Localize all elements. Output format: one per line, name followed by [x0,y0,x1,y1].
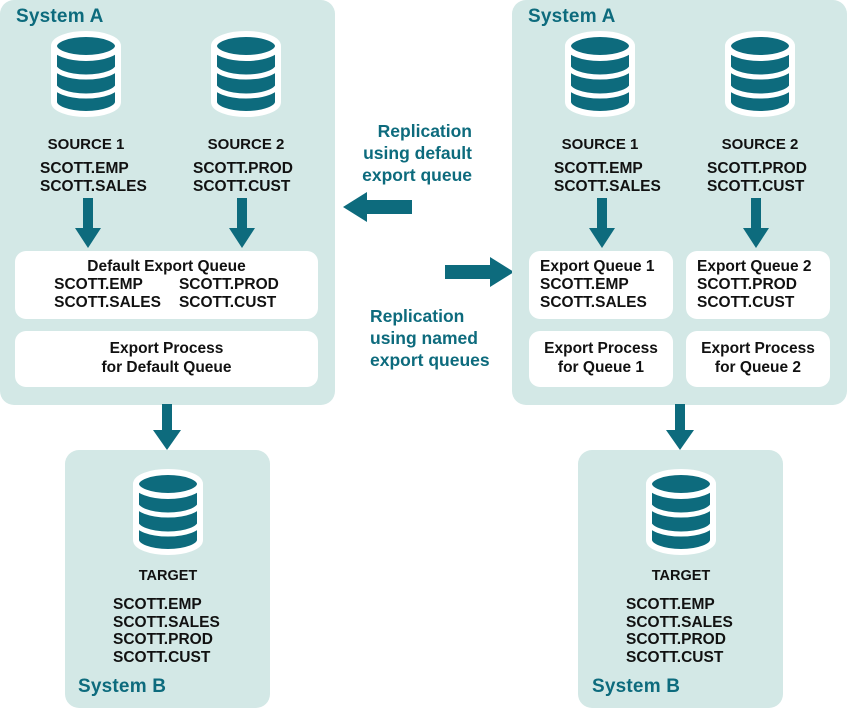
left-queue-col2-table-1: SCOTT.CUST [178,294,277,311]
left-source1-name: SOURCE 1 [47,136,125,153]
left-source2-table-0: SCOTT.PROD [193,160,293,177]
right-process1-line-2: for Queue 1 [557,359,645,376]
right-queue2-table-0: SCOTT.PROD [697,276,797,293]
right-source1-tables: SCOTT.EMP SCOTT.SALES [554,160,661,195]
right-system-b-label: System B [592,676,681,697]
right-export-queue-2-box: Export Queue 2 SCOTT.PROD SCOTT.CUST [686,251,830,319]
left-source1-table-0: SCOTT.EMP [40,160,129,177]
left-source1-to-queue-arrow [74,198,102,250]
left-default-export-queue-box: Default Export Queue SCOTT.EMP SCOTT.SAL… [15,251,318,319]
right-target-database-icon [643,466,719,558]
right-source2-name: SOURCE 2 [721,136,799,153]
right-export-queue-1-box: Export Queue 1 SCOTT.EMP SCOTT.SALES [529,251,673,319]
right-target-table-1: SCOTT.SALES [626,613,733,631]
center-caption-named-queues: Replication using named export queues [370,305,512,371]
left-queue-box-column-2: SCOTT.PROD SCOTT.CUST [179,276,279,312]
right-queue2-table-1: SCOTT.CUST [697,294,795,311]
center-caption-default-line-2: using default [363,143,472,163]
left-source2-tables: SCOTT.PROD SCOTT.CUST [193,160,293,195]
right-source1-to-queue1-arrow [588,198,616,250]
right-process2-line-1: Export Process [701,340,815,357]
left-systema-to-systemb-arrow [152,404,182,452]
left-target-name: TARGET [138,568,198,584]
right-queue1-table-0: SCOTT.EMP [540,276,629,293]
right-source1-table-1: SCOTT.SALES [554,177,661,195]
right-export-process-1-box: Export Process for Queue 1 [529,331,673,387]
left-source2-database-icon [208,28,284,120]
right-export-process-2-box: Export Process for Queue 2 [686,331,830,387]
right-target-table-2: SCOTT.PROD [626,631,726,648]
center-caption-named-line-2: using named [370,328,478,348]
right-queue2-title: Export Queue 2 [697,258,812,275]
left-system-a-label: System A [16,6,104,27]
left-queue-col1-table-0: SCOTT.EMP [54,276,143,293]
center-right-pointing-arrow [444,255,514,289]
right-process1-line-1: Export Process [544,340,658,357]
left-source1-table-1: SCOTT.SALES [40,177,147,195]
left-source1-tables: SCOTT.EMP SCOTT.SALES [40,160,147,195]
center-caption-default-line-1: Replication [377,121,472,141]
left-source2-to-queue-arrow [228,198,256,250]
left-source2-table-1: SCOTT.CUST [193,177,291,195]
left-system-b-label: System B [78,676,167,697]
right-source2-database-icon [722,28,798,120]
center-caption-default-queue: Replication using default export queue [335,120,472,186]
right-source2-to-queue2-arrow [742,198,770,250]
right-target-table-0: SCOTT.EMP [626,596,715,613]
right-source1-table-0: SCOTT.EMP [554,160,643,177]
right-system-a-label: System A [528,6,616,27]
right-queue1-title: Export Queue 1 [540,258,655,275]
left-source2-name: SOURCE 2 [207,136,285,153]
right-queue1-table-1: SCOTT.SALES [540,294,647,311]
right-target-table-3: SCOTT.CUST [626,648,724,666]
right-source2-table-0: SCOTT.PROD [707,160,807,177]
right-target-tables: SCOTT.EMP SCOTT.SALES SCOTT.PROD SCOTT.C… [626,596,733,666]
center-left-pointing-arrow [343,190,413,224]
right-systema-to-systemb-arrow [665,404,695,452]
left-process-line-1: Export Process [109,340,224,357]
left-queue-col1-table-1: SCOTT.SALES [54,294,161,311]
right-source1-name: SOURCE 1 [561,136,639,153]
left-target-table-1: SCOTT.SALES [113,613,220,631]
left-export-process-box: Export Process for Default Queue [15,331,318,387]
left-queue-box-columns: SCOTT.EMP SCOTT.SALES SCOTT.PROD SCOTT.C… [25,276,308,312]
left-queue-col2-table-0: SCOTT.PROD [178,276,279,293]
right-source2-table-1: SCOTT.CUST [707,177,805,195]
left-target-table-0: SCOTT.EMP [113,596,202,613]
center-caption-default-line-3: export queue [362,165,472,185]
right-process2-line-2: for Queue 2 [714,359,802,376]
right-target-name: TARGET [651,568,711,584]
center-caption-named-line-1: Replication [370,306,465,326]
right-source1-database-icon [562,28,638,120]
center-caption-named-line-3: export queues [370,350,490,370]
left-process-line-2: for Default Queue [101,359,232,376]
left-source1-database-icon [48,28,124,120]
left-target-database-icon [130,466,206,558]
left-target-table-3: SCOTT.CUST [113,648,211,666]
left-target-table-2: SCOTT.PROD [113,631,213,648]
left-queue-box-title: Default Export Queue [87,258,246,275]
right-source2-tables: SCOTT.PROD SCOTT.CUST [707,160,807,195]
left-target-tables: SCOTT.EMP SCOTT.SALES SCOTT.PROD SCOTT.C… [113,596,220,666]
left-queue-box-column-1: SCOTT.EMP SCOTT.SALES [54,276,161,312]
